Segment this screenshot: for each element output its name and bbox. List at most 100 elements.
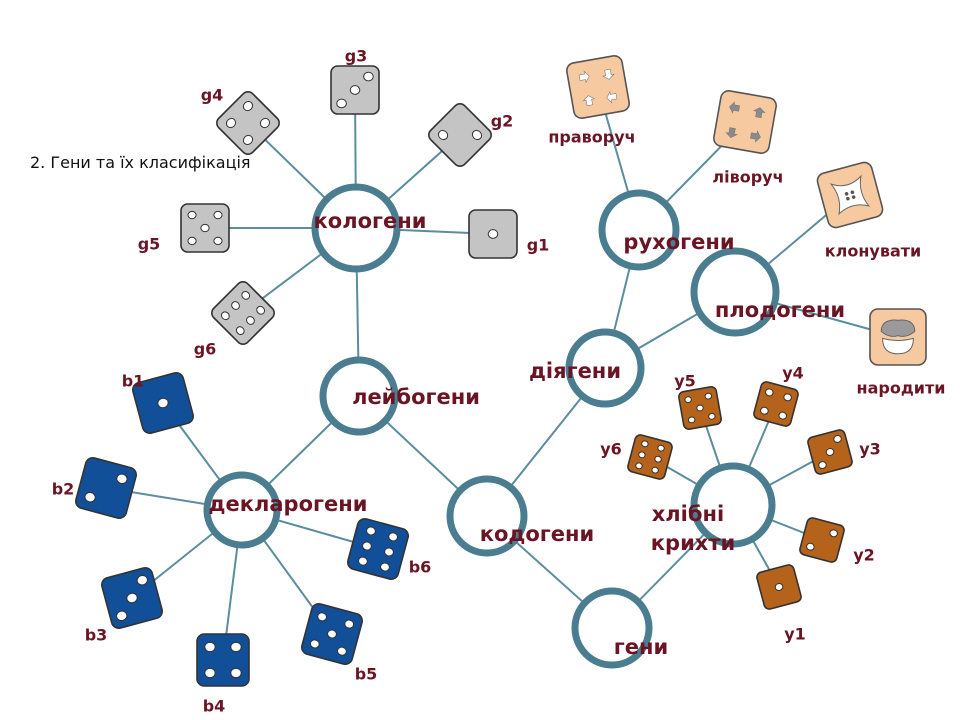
die-b1 xyxy=(131,371,195,435)
offspring-cell-icon xyxy=(882,337,914,355)
die-y1 xyxy=(756,564,802,610)
die-pip xyxy=(230,667,242,679)
node-ring-khlibni xyxy=(690,462,776,548)
die-pip xyxy=(684,396,692,404)
die-pip xyxy=(833,435,842,443)
die-pip xyxy=(704,392,713,400)
die-pip xyxy=(242,100,254,112)
die-pip xyxy=(651,466,659,474)
die-pip xyxy=(336,98,347,109)
labels-group: кологенилейбогенидекларогеникодогенигени… xyxy=(52,47,946,716)
die-label-b2: b2 xyxy=(52,480,75,499)
die-pip xyxy=(380,562,390,572)
die-pravoruch xyxy=(566,55,630,119)
die-pip xyxy=(654,455,662,463)
left-arrow-icon xyxy=(750,130,761,143)
node-label-kodogeny: кодогени xyxy=(480,522,595,546)
die-pip xyxy=(641,440,649,448)
die-pip xyxy=(829,529,838,538)
die-b6 xyxy=(346,517,410,581)
die-label-y4: y4 xyxy=(782,364,804,383)
die-label-b5: b5 xyxy=(355,665,378,684)
cell-dot xyxy=(850,190,855,195)
die-b5 xyxy=(300,602,364,666)
die-pip xyxy=(309,639,320,649)
die-narodyty xyxy=(869,308,927,366)
die-label-g6: g6 xyxy=(194,340,217,359)
die-g3 xyxy=(330,65,380,115)
node-label-deklarogeny: декларогени xyxy=(209,492,368,516)
die-pip xyxy=(116,610,128,622)
die-pip xyxy=(327,629,337,639)
die-label-g2: g2 xyxy=(491,112,514,131)
die-pip xyxy=(84,491,96,503)
die-g1 xyxy=(468,209,518,259)
right-arrow-icon xyxy=(606,90,618,104)
die-face xyxy=(346,517,410,581)
die-label-livoruch: ліворуч xyxy=(712,168,783,187)
die-pip xyxy=(116,473,128,485)
node-label-khlibni-line2: крихти xyxy=(651,531,735,555)
die-face xyxy=(627,434,673,480)
die-pip xyxy=(242,134,254,146)
die-pip xyxy=(765,388,774,397)
die-pip xyxy=(256,305,266,315)
die-pip xyxy=(362,541,372,551)
die-label-narodyty: народити xyxy=(857,379,946,398)
node-ring-rukhogeny xyxy=(598,189,680,271)
die-face xyxy=(566,55,630,119)
clone-cell-icon xyxy=(829,174,871,216)
die-pip xyxy=(337,646,347,656)
die-label-g5: g5 xyxy=(138,235,161,254)
node-rings xyxy=(203,183,780,669)
parent-cell-icon xyxy=(880,319,916,337)
page-title: 2. Гени та їх класифікація xyxy=(30,153,251,172)
die-pip xyxy=(696,404,704,412)
die-pip xyxy=(388,532,398,542)
die-label-b1: b1 xyxy=(122,372,145,391)
die-y4 xyxy=(753,381,799,427)
die-g6 xyxy=(211,281,275,345)
cell-dot xyxy=(844,192,849,196)
left-arrow-icon xyxy=(752,107,766,119)
die-face xyxy=(799,517,845,563)
cell-dot xyxy=(846,196,850,201)
die-pip xyxy=(344,619,355,629)
die-label-g1: g1 xyxy=(527,236,550,255)
die-label-y6: y6 xyxy=(600,440,622,459)
die-pip xyxy=(471,129,483,141)
node-label-kologeny: кологени xyxy=(314,209,427,233)
die-label-klonuvaty: клонувати xyxy=(825,242,921,261)
die-g4 xyxy=(216,91,280,155)
die-pip xyxy=(213,210,223,220)
die-pip xyxy=(778,411,787,420)
node-label-plodogeny: плодогени xyxy=(715,298,845,322)
dice-group xyxy=(74,55,927,687)
right-arrow-icon xyxy=(578,70,590,84)
die-pip xyxy=(384,547,394,557)
cell-dot xyxy=(851,195,856,199)
die-b2 xyxy=(74,456,138,520)
node-ring-kologeny xyxy=(311,183,401,273)
die-pip xyxy=(204,641,216,653)
die-face xyxy=(428,103,492,167)
die-pip xyxy=(760,406,769,415)
die-pip xyxy=(366,526,376,536)
die-pip xyxy=(349,85,361,95)
die-pip xyxy=(259,117,271,129)
left-arrow-icon xyxy=(729,101,740,114)
left-arrow-icon xyxy=(725,127,738,139)
die-pip xyxy=(825,448,835,456)
die-pip xyxy=(220,311,230,321)
die-face xyxy=(869,308,927,366)
die-y3 xyxy=(807,429,853,475)
die-pip xyxy=(225,117,237,129)
die-face xyxy=(216,91,280,155)
die-y6 xyxy=(627,434,673,480)
die-pip xyxy=(187,210,197,220)
die-klonuvaty xyxy=(816,161,884,229)
die-label-b6: b6 xyxy=(409,558,432,577)
die-pip xyxy=(657,444,665,452)
die-label-pravoruch: праворуч xyxy=(548,128,635,147)
